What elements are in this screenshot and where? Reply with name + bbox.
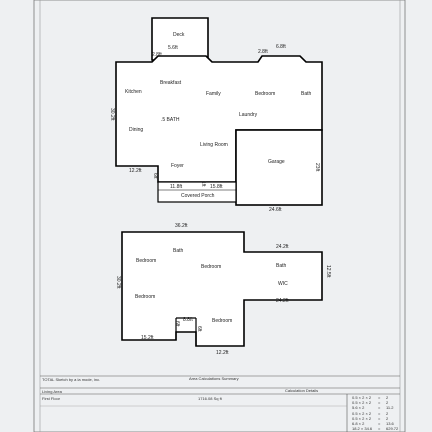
room-bedroom-center: Bedroom — [201, 264, 222, 270]
page-frame — [33, 0, 406, 432]
dim-2f-notch-right: 6ft — [196, 326, 202, 332]
dim-2f-bottom-left: 15.2ft — [141, 335, 154, 341]
room-porch: Covered Porch — [181, 193, 215, 199]
room-bath-1: Bath — [301, 91, 312, 97]
first-floor-outline — [115, 55, 323, 183]
room-bath-right: Bath — [276, 263, 287, 269]
sketch-credit: TOTAL Sketch by a la mode, inc. — [42, 377, 101, 382]
porch-outline — [157, 181, 237, 203]
calc-row-left: 6.8 × 2 — [352, 421, 365, 426]
calc-row-left: 0.5 × 2 × 2 — [352, 395, 372, 400]
room-kitchen: Kitchen — [125, 89, 142, 95]
dim-deck-top: 5.6ft — [168, 45, 178, 51]
dim-porch-mid: 1ft — [200, 181, 206, 187]
dim-2f-bottom-right: 12.2ft — [216, 350, 229, 356]
dim-2f-left: 30.2ft — [115, 276, 121, 289]
dim-porch-right: 15.8ft — [210, 184, 223, 190]
living-area-label: Living Area — [42, 389, 62, 394]
room-bedroom-bottom-center: Bedroom — [212, 318, 233, 324]
calc-row-eq: = — [378, 421, 381, 426]
calc-row-eq: = — [378, 405, 381, 411]
dim-deck-side: 2.8ft — [152, 52, 162, 58]
garage-outline — [235, 129, 323, 206]
calc-row-value: 13.6 — [386, 421, 394, 426]
calc-row-left: 0.5 × 2 × 2 — [352, 400, 372, 406]
room-garage: Garage — [268, 159, 285, 165]
calc-row-value: 2 — [386, 410, 389, 416]
dim-2f-right-bottom: 24.2ft — [276, 298, 289, 304]
room-bedroom-1: Bedroom — [255, 91, 276, 97]
calc-title: Calculation Details — [285, 388, 319, 393]
room-bath-top: Bath — [173, 248, 184, 254]
dim-garage-side: 23ft — [314, 163, 320, 172]
calc-row-eq: = — [378, 426, 381, 432]
calc-row-value: 2 — [386, 400, 389, 406]
calc-row-value: 11.2 — [386, 405, 394, 411]
dim-2f-right-side: 12.5ft — [325, 265, 331, 278]
room-laundry: Laundry — [239, 112, 258, 118]
calc-row-left: 0.5 × 2 × 2 — [352, 410, 372, 416]
dim-2f-notch-top: 8.8ft — [183, 317, 193, 323]
room-bedroom-top-left: Bedroom — [136, 258, 157, 264]
calc-row-left: 5.6 × 2 — [352, 405, 365, 411]
calc-row-eq: = — [378, 395, 381, 400]
room-dining: Dining — [129, 127, 144, 133]
calc-row-value: 629.72 — [386, 426, 399, 432]
dim-step-bottom: 12.2ft — [129, 168, 142, 174]
room-living: Living Room — [200, 142, 228, 148]
dim-step-side: 6ft — [152, 173, 158, 179]
first-floor-label: First Floor — [42, 396, 60, 401]
dim-bay-side: 2.8ft — [258, 49, 268, 55]
dim-2f-top: 36.2ft — [175, 223, 188, 229]
calc-row-eq: = — [378, 410, 381, 416]
dim-2f-right-top: 24.2ft — [276, 244, 289, 250]
dim-bay-top: 6.8ft — [276, 44, 286, 50]
first-floor-value: 1716.08 Sq ft — [198, 396, 222, 401]
room-wic: WIC — [278, 281, 288, 287]
room-half-bath: .5 BATH — [161, 117, 180, 123]
dim-2f-notch-left: 6ft — [174, 321, 180, 327]
calc-row-value: 2 — [386, 395, 389, 400]
calc-row-left: 0.5 × 2 × 2 — [352, 415, 372, 421]
room-deck: Deck — [173, 32, 185, 38]
dim-porch-left: 11.8ft — [170, 184, 183, 190]
room-bedroom-bottom-left: Bedroom — [135, 294, 156, 300]
room-family: Family — [206, 91, 221, 97]
room-foyer: Foyer — [171, 163, 184, 169]
calc-row-left: 18.2 × 34.6 — [352, 426, 373, 432]
calc-row-eq: = — [378, 400, 381, 406]
room-breakfast: Breakfast — [160, 80, 182, 86]
dim-garage-bottom: 24.6ft — [269, 207, 282, 213]
calc-row-eq: = — [378, 415, 381, 421]
dim-left-side: 30.2ft — [109, 108, 115, 121]
summary-title: Area Calculations Summary — [189, 376, 239, 381]
calc-row-value: 2 — [386, 415, 389, 421]
